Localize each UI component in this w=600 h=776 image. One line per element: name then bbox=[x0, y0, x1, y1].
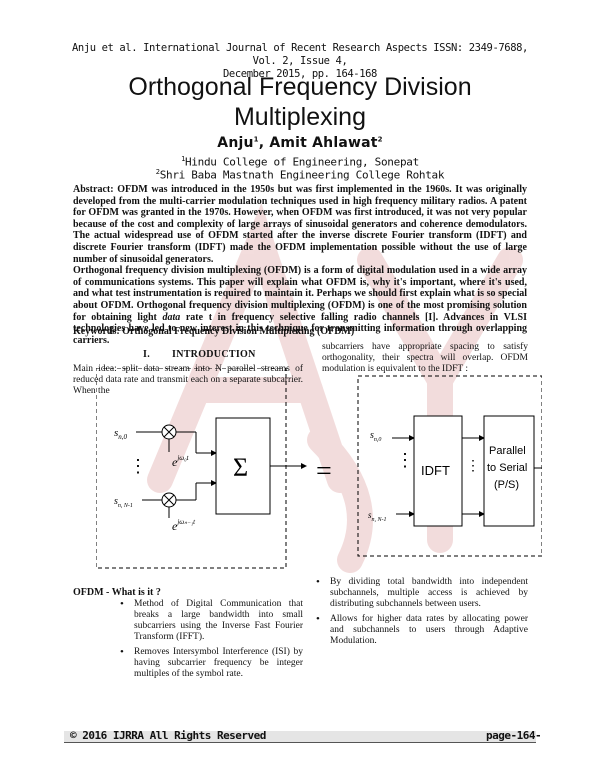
vertical-dots-right: ⋮ bbox=[396, 450, 414, 470]
list-item: Method of Digital Communication that bre… bbox=[118, 599, 303, 643]
footer-page-number: page-164- bbox=[486, 729, 542, 742]
right-dashed-box bbox=[357, 375, 542, 557]
abstract: Abstract: OFDM was introduced in the 195… bbox=[73, 184, 527, 346]
affiliation-2-sup: 2 bbox=[155, 168, 160, 176]
author-2: Amit Ahlawat bbox=[269, 135, 378, 151]
list-item: Allows for higher data rates by allocati… bbox=[314, 614, 528, 647]
sum-block bbox=[215, 417, 271, 515]
ps-label-1: Parallel bbox=[489, 445, 526, 457]
ps-label-2: to Serial bbox=[487, 462, 527, 474]
idft-label: IDFT bbox=[421, 463, 450, 478]
abstract-paragraph-2: Orthogonal frequency division multiplexi… bbox=[73, 265, 527, 346]
abstract-p2-italic: data bbox=[162, 311, 181, 323]
abstract-p2-part-a: Orthogonal frequency division multiplexi… bbox=[73, 265, 527, 323]
sum-symbol: Σ bbox=[233, 453, 248, 482]
list-item: By dividing total bandwidth into indepen… bbox=[314, 577, 528, 610]
section-heading-introduction: I. INTRODUCTION bbox=[143, 349, 256, 360]
title-line-2: Multiplexing bbox=[233, 103, 366, 131]
footer-rule bbox=[64, 742, 536, 743]
list-item: Removes Intersymbol Interference (ISI) b… bbox=[118, 647, 303, 680]
abstract-paragraph-1: Abstract: OFDM was introduced in the 195… bbox=[73, 184, 527, 265]
author-list: Anju1, Amit Ahlawat2 bbox=[100, 135, 500, 151]
input-sN-label: sn, N-1 bbox=[114, 496, 133, 509]
idft-input-s0-label: sn,0 bbox=[370, 430, 381, 443]
footer-copyright: © 2016 IJRRA All Rights Reserved bbox=[70, 729, 266, 742]
exp-N-label: ejωₙ₋₁t bbox=[172, 518, 196, 533]
journal-header: Anju et al. International Journal of Rec… bbox=[60, 42, 540, 81]
exp-0-label: ejω₀t bbox=[172, 454, 190, 469]
author-1-sup: 1 bbox=[253, 135, 259, 144]
paper-title: Orthogonal Frequency Division Multiplexi… bbox=[40, 72, 560, 132]
left-dashed-box bbox=[96, 368, 287, 569]
vertical-dots-left: ⋮ bbox=[129, 456, 147, 476]
affiliation-1-text: Hindu College of Engineering, Sonepat bbox=[184, 155, 419, 169]
author-1: Anju bbox=[217, 135, 254, 151]
journal-line-2: December 2015, pp. 164-168 bbox=[223, 68, 377, 80]
keywords: Keywords: Orthogonal Frequency Division … bbox=[73, 326, 355, 337]
ofdm-block-diagram: sn,0 ejω₀t ⋮ sn, N-1 ejωₙ₋₁t Σ = sn,0 ⋮ … bbox=[96, 368, 542, 569]
ps-label-3: (P/S) bbox=[494, 479, 519, 491]
abstract-p2-part-b: rate t in frequency selective falling ra… bbox=[73, 311, 528, 346]
input-s0-label: sn,0 bbox=[114, 427, 128, 441]
title-line-1: Orthogonal Frequency Division bbox=[128, 73, 472, 101]
idft-input-sN-label: sn, N-1 bbox=[368, 510, 387, 523]
author-separator: , bbox=[258, 135, 270, 151]
section-number: I. bbox=[143, 349, 150, 360]
ps-block bbox=[483, 415, 535, 527]
journal-line-1: Anju et al. International Journal of Rec… bbox=[72, 42, 528, 67]
equals-sign: = bbox=[316, 456, 332, 487]
affiliation-2-text: Shri Baba Mastnath Engineering College R… bbox=[159, 168, 445, 182]
intro-right-text: subcarriers have appropriate spacing to … bbox=[322, 342, 528, 374]
affiliation-1-sup: 1 bbox=[181, 155, 185, 163]
vertical-dots-mid: ⋮ bbox=[466, 459, 480, 474]
left-bullet-list: Method of Digital Communication that bre… bbox=[118, 599, 303, 684]
affiliation-2: 2Shri Baba Mastnath Engineering College … bbox=[100, 168, 500, 182]
intro-left-text: Main idea: split data stream into N para… bbox=[73, 364, 303, 396]
right-bullet-list: By dividing total bandwidth into indepen… bbox=[314, 577, 528, 651]
affiliation-1: 1Hindu College of Engineering, Sonepat bbox=[100, 155, 500, 169]
section-title: INTRODUCTION bbox=[172, 349, 256, 360]
section-heading-what: OFDM - What is it ? bbox=[73, 587, 161, 598]
idft-block bbox=[413, 415, 463, 527]
footer-bar bbox=[64, 731, 536, 742]
author-2-sup: 2 bbox=[377, 135, 383, 144]
